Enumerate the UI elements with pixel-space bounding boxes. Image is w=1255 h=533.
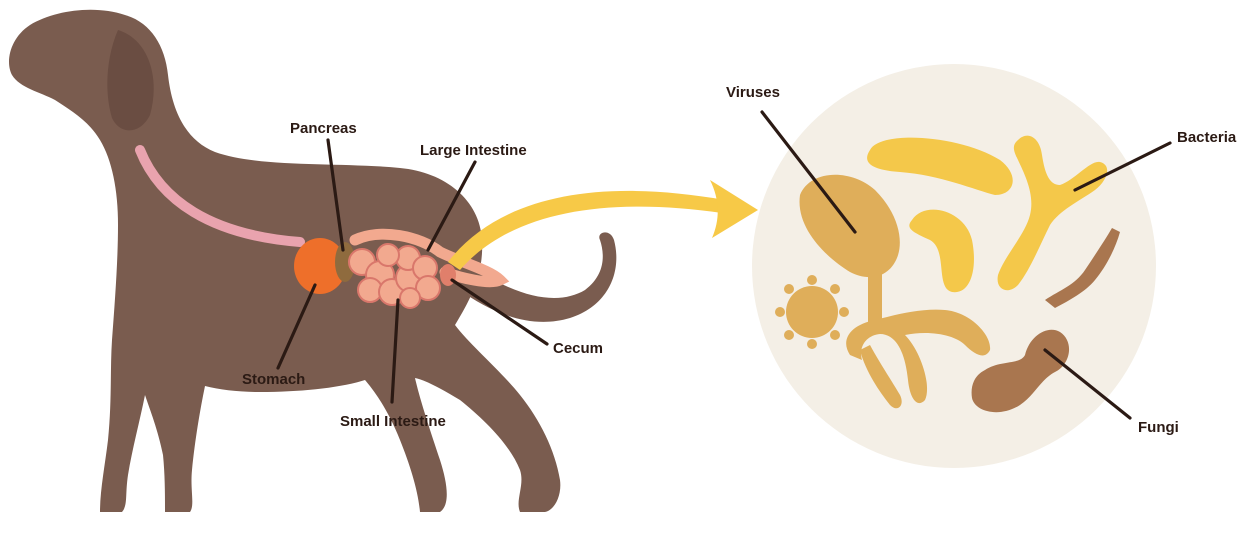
pancreas-label: Pancreas [290, 120, 357, 137]
stomach-label: Stomach [242, 371, 305, 388]
cecum-label: Cecum [553, 340, 603, 357]
large-intestine-label: Large Intestine [420, 142, 527, 159]
bacteria-label: Bacteria [1177, 129, 1237, 146]
viruses-label: Viruses [726, 84, 780, 101]
fungi-label: Fungi [1138, 419, 1179, 436]
microbiome-view [752, 64, 1156, 468]
small-intestine-label: Small Intestine [340, 413, 446, 430]
virus-spiky [775, 275, 849, 349]
arrow-shaft [448, 191, 725, 270]
dog-illustration [9, 10, 616, 512]
dog-body [9, 10, 560, 512]
